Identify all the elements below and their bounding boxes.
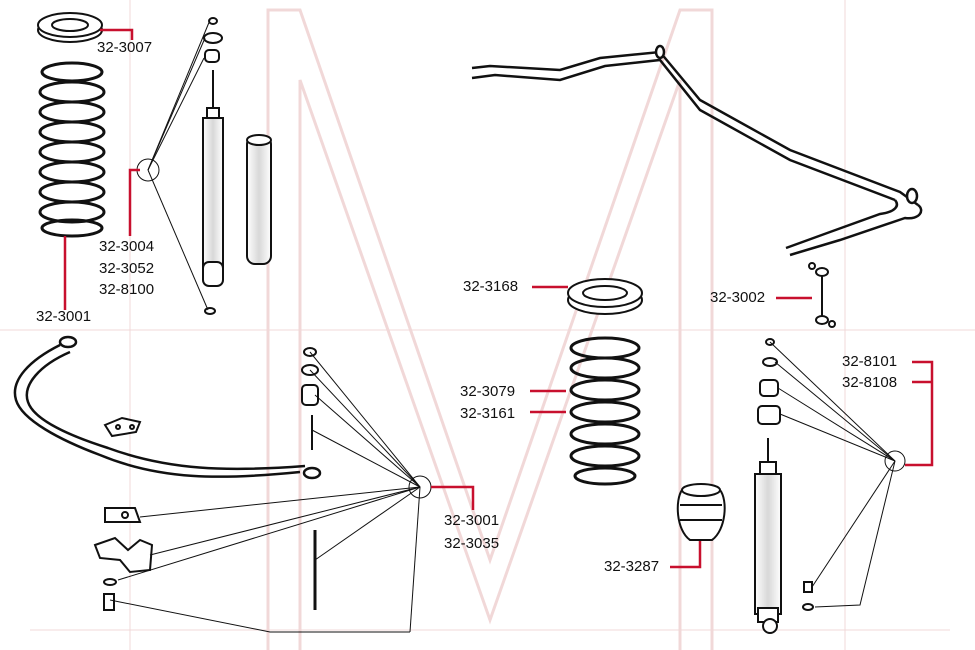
bracket-plate: [103, 416, 142, 438]
bump-stop-right: [676, 483, 726, 541]
bushing-and-clamp: [93, 507, 154, 611]
callout-32-3287: 32-3287: [604, 558, 660, 575]
coil-spring-right: [569, 336, 641, 486]
spring-seat-part: [37, 12, 103, 43]
anti-roll-bar-left: [13, 335, 322, 480]
callout-32-3001-top: 32-3001: [36, 308, 92, 325]
callout-32-3002: 32-3002: [710, 289, 766, 306]
leader-fan-right: [769, 341, 906, 608]
shock-absorber-right: [754, 338, 814, 634]
leader-fan-top-left: [136, 19, 211, 311]
callout-32-8101: 32-8101: [842, 353, 898, 370]
callout-32-3035: 32-3035: [444, 535, 500, 552]
red-leaders: [63, 28, 934, 569]
callout-32-3079: 32-3079: [460, 383, 516, 400]
bolt-rod-parts: [301, 347, 319, 610]
callout-32-3052: 32-3052: [99, 260, 155, 277]
anti-roll-bar-right: [471, 44, 923, 257]
drop-link: [808, 262, 836, 328]
callout-32-8100: 32-8100: [99, 281, 155, 298]
callout-32-3004: 32-3004: [99, 238, 155, 255]
callout-32-3007: 32-3007: [97, 39, 153, 56]
callout-32-3161: 32-3161: [460, 405, 516, 422]
callout-32-3001-bottom: 32-3001: [444, 512, 500, 529]
coil-spring-left: [38, 61, 106, 238]
callout-32-8108: 32-8108: [842, 374, 898, 391]
callout-32-3168: 32-3168: [463, 278, 519, 295]
spring-seat-right: [567, 278, 643, 315]
leader-fan-bottom-left: [109, 351, 432, 633]
shock-absorber-left: [202, 17, 224, 315]
bump-stop-sleeve: [246, 134, 272, 265]
